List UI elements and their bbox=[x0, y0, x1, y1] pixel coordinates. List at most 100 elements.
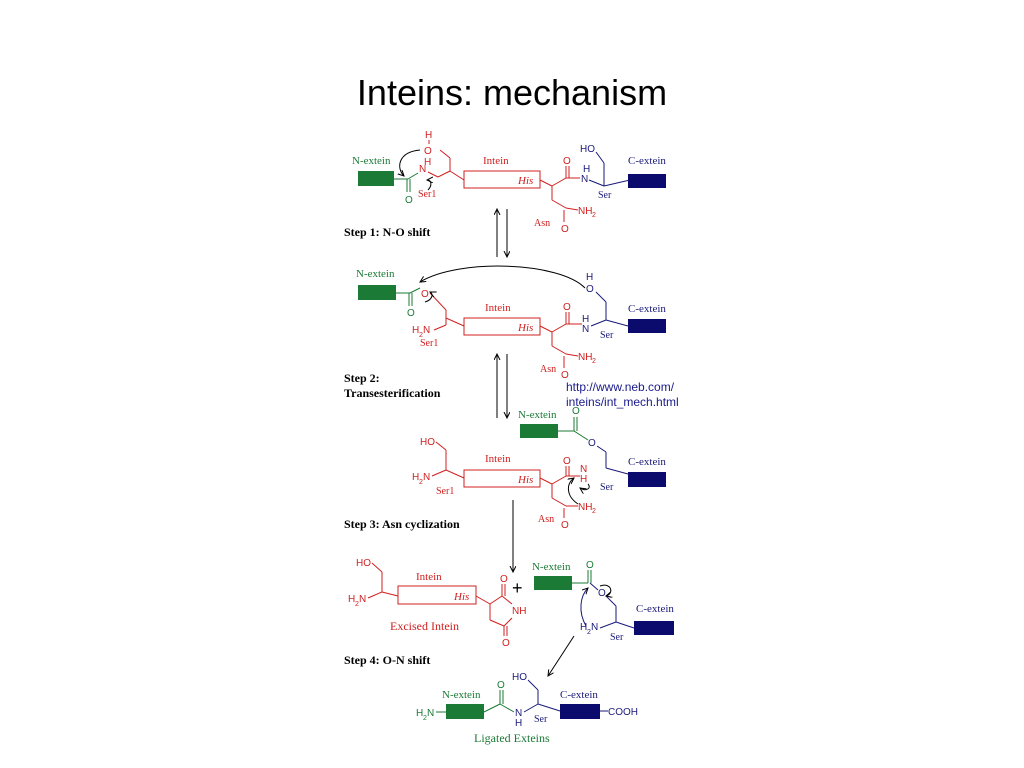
ester-o: O bbox=[588, 438, 596, 449]
h2n-n: N bbox=[423, 472, 430, 483]
ser-label: Ser bbox=[534, 714, 548, 725]
source-link-line2: inteins/int_mech.html bbox=[566, 395, 679, 409]
carbonyl-o: O bbox=[407, 308, 415, 319]
n-cext: N bbox=[582, 324, 589, 335]
intein-label: Intein bbox=[485, 302, 511, 314]
asn-label: Asn bbox=[534, 218, 550, 229]
h2n-n: N bbox=[359, 594, 366, 605]
amide-h: H bbox=[515, 718, 522, 729]
h2n-n: N bbox=[423, 325, 430, 336]
h-asn: H bbox=[580, 474, 587, 485]
o-asn-carbonyl: O bbox=[563, 302, 571, 313]
carbonyl-o: O bbox=[497, 680, 505, 691]
o-label: O bbox=[424, 146, 432, 157]
ser-label: Ser bbox=[600, 482, 614, 493]
nh2-label: NH bbox=[578, 502, 592, 513]
o-asn-side: O bbox=[561, 520, 569, 531]
his-label: His bbox=[453, 591, 469, 603]
n-asn: N bbox=[580, 464, 587, 475]
n-extein-box bbox=[534, 576, 572, 590]
h2n-h: H bbox=[412, 325, 419, 336]
intein-label: Intein bbox=[483, 155, 509, 167]
c-extein-label: C-extein bbox=[628, 456, 666, 468]
structure-1: N-extein O N H O H Ser1 Intein His O bbox=[352, 130, 666, 235]
intein-label: Intein bbox=[485, 453, 511, 465]
step1-label: Step 1: N-O shift bbox=[344, 225, 430, 239]
h-cext-top: H bbox=[586, 272, 593, 283]
h-cext: H bbox=[582, 314, 589, 325]
ring-nh: NH bbox=[512, 606, 526, 617]
n-extein-box bbox=[358, 285, 396, 300]
ligated-exteins-label: Ligated Exteins bbox=[474, 731, 550, 745]
h2n-h: H bbox=[416, 708, 423, 719]
his-label: His bbox=[517, 474, 533, 486]
h-label-top: H bbox=[425, 130, 432, 141]
ser-label: Ser bbox=[600, 330, 614, 341]
o-asn-side: O bbox=[561, 370, 569, 381]
o-asn-carbonyl: O bbox=[563, 456, 571, 467]
ser-label: Ser bbox=[610, 632, 624, 643]
ser-label: Ser bbox=[598, 190, 612, 201]
carbonyl-o: O bbox=[572, 406, 580, 417]
structure-3: N-extein O O Ser C-extein HO H 2 N Ser1 … bbox=[412, 406, 666, 531]
h2n-sub: 2 bbox=[419, 479, 423, 486]
c-extein-label: C-extein bbox=[628, 303, 666, 315]
step3-label: Step 3: Asn cyclization bbox=[344, 517, 460, 531]
ho-label: HO bbox=[356, 558, 371, 569]
h2n-h: H bbox=[580, 622, 587, 633]
nh2-sub: 2 bbox=[592, 212, 596, 219]
h-cext: H bbox=[583, 164, 590, 175]
ho-label: HO bbox=[420, 437, 435, 448]
n-extein-label: N-extein bbox=[532, 561, 571, 573]
n-extein-label: N-extein bbox=[356, 268, 395, 280]
step4-label: Step 4: O-N shift bbox=[344, 653, 430, 667]
c-extein-label: C-extein bbox=[560, 689, 598, 701]
n-label: N bbox=[419, 164, 426, 175]
nh2-sub: 2 bbox=[592, 508, 596, 515]
carbonyl-o: O bbox=[586, 560, 594, 571]
n-extein-box bbox=[358, 171, 394, 186]
intein-box bbox=[463, 170, 541, 189]
intein-label: Intein bbox=[416, 571, 442, 583]
slide-title: Inteins: mechanism bbox=[356, 72, 668, 113]
nh2-label: NH bbox=[578, 352, 592, 363]
o-asn-side: O bbox=[561, 224, 569, 235]
his-label: His bbox=[517, 322, 533, 334]
n-extein-box bbox=[446, 704, 484, 719]
amide-n: N bbox=[515, 708, 522, 719]
intein-box bbox=[397, 585, 477, 605]
excised-intein-label: Excised Intein bbox=[390, 619, 459, 633]
c-extein-label: C-extein bbox=[636, 603, 674, 615]
ring-o-bottom: O bbox=[502, 638, 510, 649]
h2n-h: H bbox=[412, 472, 419, 483]
h2n-sub: 2 bbox=[419, 332, 423, 339]
c-extein-label: C-extein bbox=[628, 155, 666, 167]
ester-o: O bbox=[598, 588, 606, 599]
c-extein-box bbox=[634, 621, 674, 635]
ring-o-top: O bbox=[500, 574, 508, 585]
ho-cext: HO bbox=[580, 144, 595, 155]
h2n-sub: 2 bbox=[587, 629, 591, 636]
structure-2: N-extein O O H 2 N Ser1 Intein His O NH … bbox=[356, 265, 666, 381]
asn-label: Asn bbox=[538, 514, 554, 525]
c-extein-box bbox=[628, 472, 666, 487]
step2-label-line2: Transesterification bbox=[344, 386, 441, 400]
ser1-label: Ser1 bbox=[418, 189, 436, 200]
nh2-sub: 2 bbox=[592, 358, 596, 365]
h2n-n: N bbox=[427, 708, 434, 719]
o-asn-carbonyl: O bbox=[563, 156, 571, 167]
n-extein-label: N-extein bbox=[442, 689, 481, 701]
his-label: His bbox=[517, 175, 533, 187]
nh2-label: NH bbox=[578, 206, 592, 217]
h2n-h: H bbox=[348, 594, 355, 605]
carbonyl-o: O bbox=[405, 195, 413, 206]
n-extein-label: N-extein bbox=[518, 409, 557, 421]
h2n-sub: 2 bbox=[355, 601, 359, 608]
n-cext: N bbox=[581, 174, 588, 185]
c-extein-box bbox=[560, 704, 600, 719]
ser1-label: Ser1 bbox=[436, 486, 454, 497]
n-extein-label: N-extein bbox=[352, 155, 391, 167]
n-extein-box bbox=[520, 424, 558, 438]
excised-intein: HO H 2 N Intein His O NH O Excised Intei… bbox=[348, 558, 526, 649]
